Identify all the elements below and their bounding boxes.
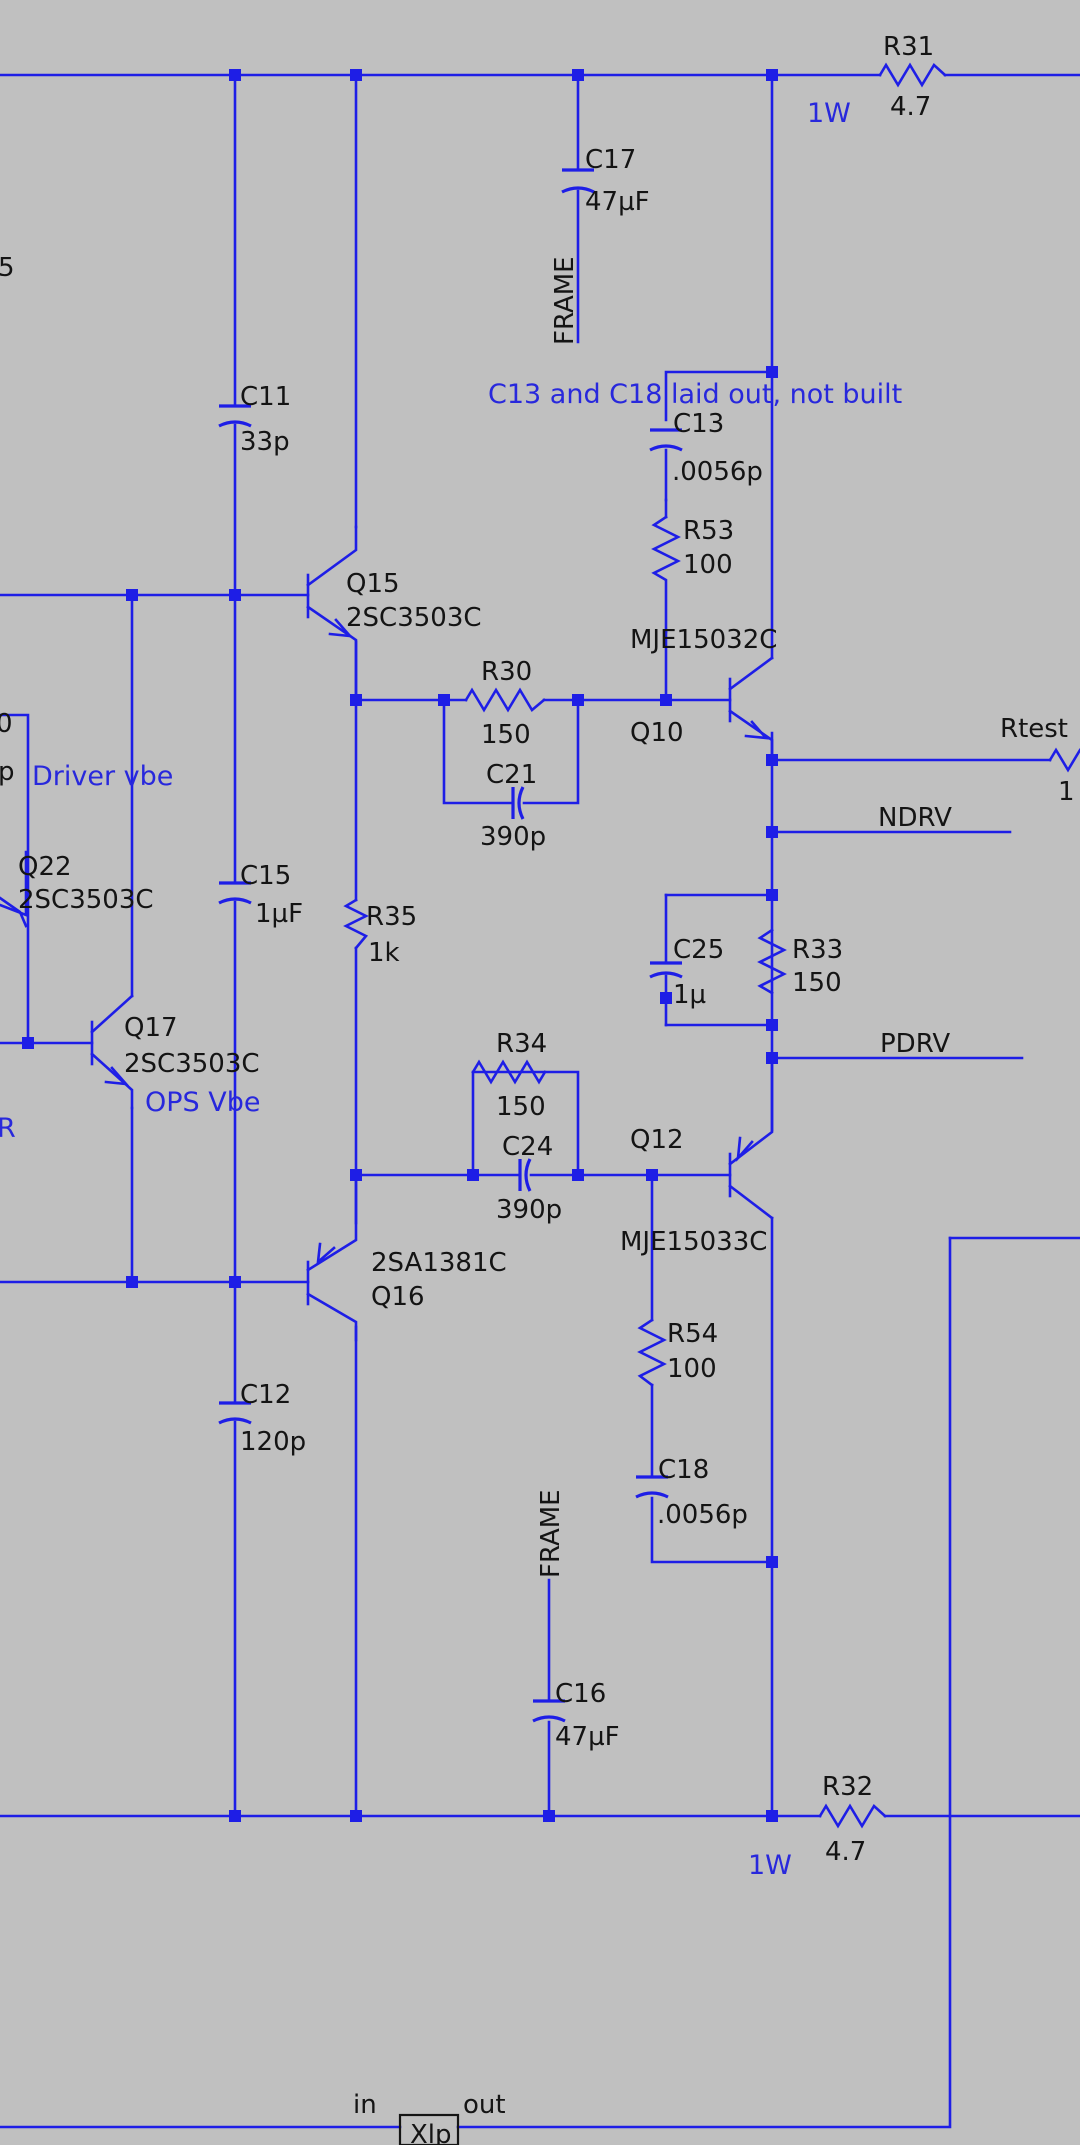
label-r53-value: 100 bbox=[683, 550, 733, 580]
label-r31-power: 1W bbox=[807, 98, 851, 129]
label-q12-value: MJE15033C bbox=[620, 1227, 767, 1257]
label-c25-name: C25 bbox=[673, 935, 724, 965]
label-q10-value: MJE15032C bbox=[630, 625, 777, 655]
comment-driver-vbe: Driver vbe bbox=[32, 761, 173, 792]
label-q17-value: 2SC3503C bbox=[124, 1049, 260, 1079]
label-c21-value: 390p bbox=[480, 822, 546, 852]
label-xlp-out: out bbox=[463, 2090, 506, 2120]
resistor-r54[interactable] bbox=[637, 1318, 667, 1387]
resistor-r30[interactable] bbox=[464, 687, 546, 713]
label-r31-name: R31 bbox=[883, 32, 934, 62]
label-q16-name: Q16 bbox=[371, 1282, 425, 1312]
net-frame-top: FRAME bbox=[550, 256, 580, 345]
label-q15-value: 2SC3503C bbox=[346, 603, 482, 633]
net-ndrv: NDRV bbox=[878, 803, 952, 833]
net-pdrv: PDRV bbox=[880, 1029, 950, 1059]
resistor-rtest[interactable] bbox=[1048, 747, 1080, 773]
label-r31-value: 4.7 bbox=[890, 92, 931, 122]
capacitor-c17[interactable] bbox=[561, 168, 595, 194]
transistor-q22-partial[interactable] bbox=[0, 896, 28, 928]
label-c16-name: C16 bbox=[555, 1679, 606, 1709]
capacitor-c25[interactable] bbox=[649, 961, 683, 979]
label-c18-value: .0056p bbox=[657, 1500, 748, 1530]
label-c16-value: 47µF bbox=[555, 1722, 620, 1752]
resistor-r31[interactable] bbox=[878, 62, 947, 88]
label-r35-value: 1k bbox=[368, 938, 400, 968]
label-c13-name: C13 bbox=[673, 409, 724, 439]
label-c13-value: .0056p bbox=[672, 457, 763, 487]
transistor-q16[interactable] bbox=[306, 1173, 358, 1342]
label-c25-value: 1µ bbox=[673, 980, 706, 1010]
capacitor-c16[interactable] bbox=[532, 1699, 566, 1723]
label-c17-value: 47µF bbox=[585, 187, 650, 217]
label-c17-name: C17 bbox=[585, 145, 636, 175]
label-r34-name: R34 bbox=[496, 1029, 547, 1059]
transistor-q17[interactable] bbox=[90, 994, 134, 1110]
label-c24-value: 390p bbox=[496, 1195, 562, 1225]
edge-fragment-5: 5 bbox=[0, 253, 15, 283]
label-r30-value: 150 bbox=[481, 720, 531, 750]
capacitor-c15[interactable] bbox=[218, 881, 252, 905]
label-r54-name: R54 bbox=[667, 1319, 718, 1349]
edge-fragment-0: 0 bbox=[0, 709, 13, 739]
label-r54-value: 100 bbox=[667, 1354, 717, 1384]
label-q22-name: Q22 bbox=[18, 852, 72, 882]
label-c12-value: 120p bbox=[240, 1427, 306, 1457]
label-q17-name: Q17 bbox=[124, 1013, 178, 1043]
capacitor-c11[interactable] bbox=[218, 404, 252, 428]
capacitor-c24[interactable] bbox=[518, 1158, 532, 1192]
comment-ops-vbe: OPS Vbe bbox=[145, 1087, 260, 1118]
label-r33-name: R33 bbox=[792, 935, 843, 965]
label-xlp-name: Xlp bbox=[410, 2120, 452, 2145]
label-q16-value: 2SA1381C bbox=[371, 1248, 507, 1278]
label-r34-value: 150 bbox=[496, 1092, 546, 1122]
resistor-r33[interactable] bbox=[757, 928, 787, 995]
edge-fragment-p: p bbox=[0, 757, 15, 787]
label-rtest-value: 1 bbox=[1058, 777, 1075, 807]
resistor-r53[interactable] bbox=[651, 515, 681, 634]
capacitor-c13[interactable] bbox=[649, 428, 683, 502]
net-frame-bottom: FRAME bbox=[536, 1489, 566, 1578]
label-c11-name: C11 bbox=[240, 382, 291, 412]
label-c12-name: C12 bbox=[240, 1380, 291, 1410]
label-c21-name: C21 bbox=[486, 760, 537, 790]
resistor-r32[interactable] bbox=[818, 1803, 887, 1829]
label-c15-value: 1µF bbox=[255, 899, 303, 929]
transistor-q10[interactable] bbox=[728, 656, 774, 762]
label-r53-name: R53 bbox=[683, 516, 734, 546]
label-q15-name: Q15 bbox=[346, 569, 400, 599]
label-c18-name: C18 bbox=[658, 1455, 709, 1485]
label-q22-value: 2SC3503C bbox=[18, 885, 154, 915]
comment-c13-c18: C13 and C18 laid out, not built bbox=[488, 379, 902, 410]
transistor-q15[interactable] bbox=[306, 525, 358, 702]
label-c15-name: C15 bbox=[240, 861, 291, 891]
edge-fragment-r: R bbox=[0, 1113, 16, 1144]
subcircuit-xlp-box[interactable] bbox=[398, 2113, 460, 2145]
capacitor-c12[interactable] bbox=[218, 1401, 252, 1425]
label-q10-name: Q10 bbox=[630, 718, 684, 748]
resistor-r35[interactable] bbox=[343, 898, 369, 950]
transistor-q12[interactable] bbox=[728, 1056, 774, 1220]
label-c11-value: 33p bbox=[240, 427, 290, 457]
resistor-r34[interactable] bbox=[471, 1059, 547, 1085]
label-rtest-name: Rtest bbox=[1000, 714, 1068, 744]
label-r32-value: 4.7 bbox=[825, 1837, 866, 1867]
capacitor-c18[interactable] bbox=[635, 1475, 669, 1499]
label-r32-name: R32 bbox=[822, 1772, 873, 1802]
junctions bbox=[22, 69, 778, 1822]
label-xlp-in: in bbox=[353, 2090, 377, 2120]
capacitor-c21[interactable] bbox=[511, 786, 525, 820]
label-r33-value: 150 bbox=[792, 968, 842, 998]
label-r32-power: 1W bbox=[748, 1850, 792, 1881]
label-c24-name: C24 bbox=[502, 1132, 553, 1162]
label-r30-name: R30 bbox=[481, 657, 532, 687]
label-r35-name: R35 bbox=[366, 902, 417, 932]
label-q12-name: Q12 bbox=[630, 1125, 684, 1155]
